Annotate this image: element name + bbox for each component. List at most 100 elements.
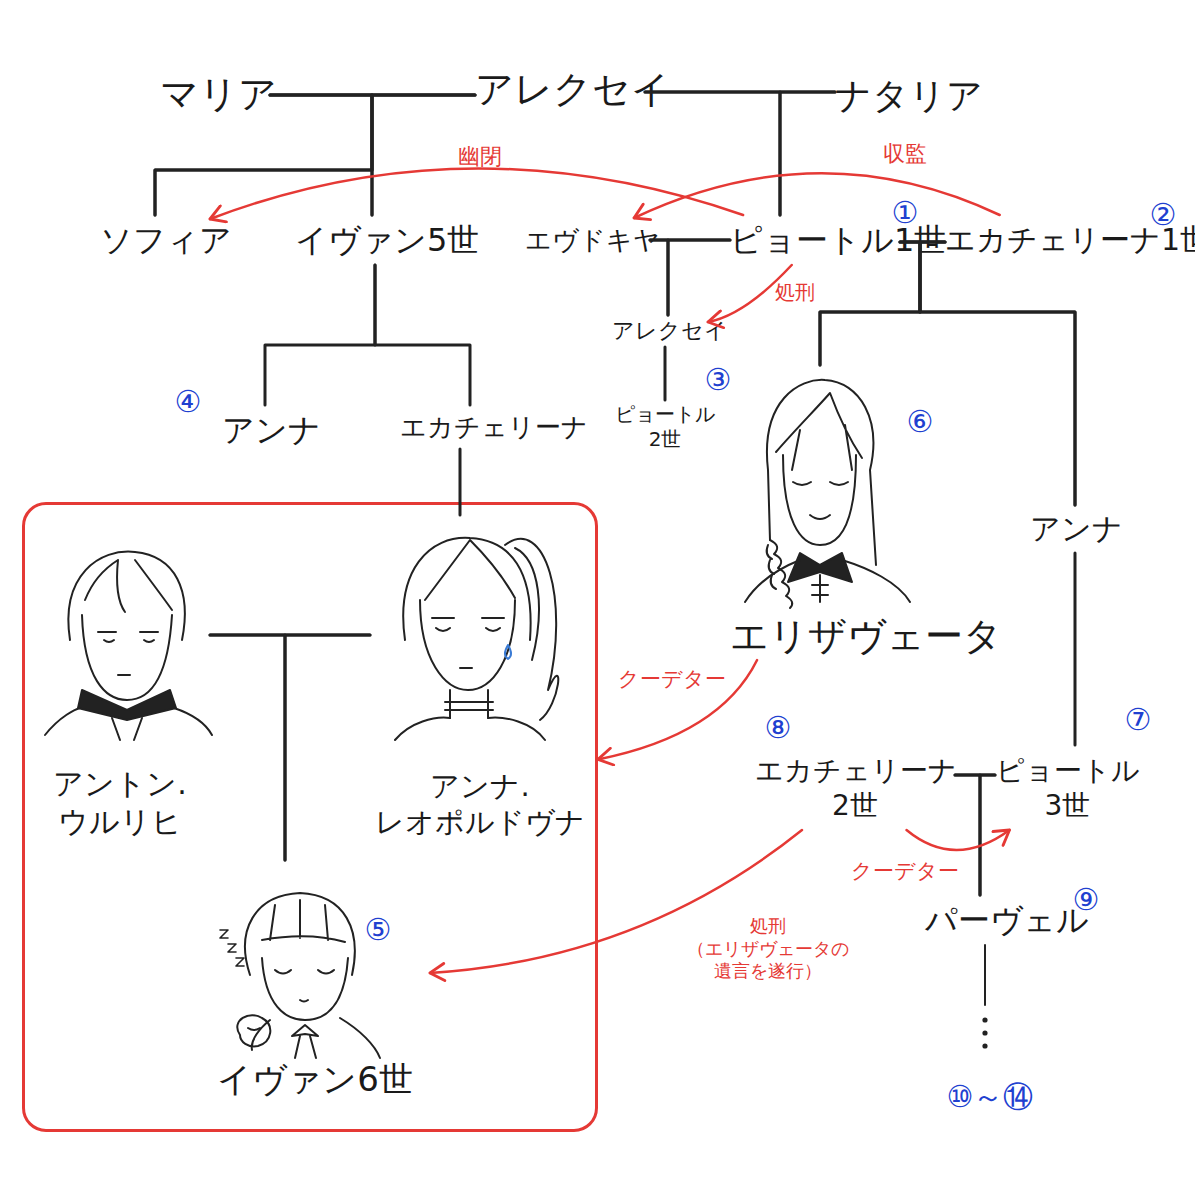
- person-name-text: イヴァン5世: [295, 220, 460, 260]
- person-name: アンナ: [222, 405, 307, 455]
- person-name: エヴドキヤ: [525, 218, 650, 262]
- person-name: ナタリア: [835, 70, 955, 120]
- shoulders: [395, 718, 545, 740]
- descendant-continuation: [983, 945, 986, 1048]
- person-name-text: ナタリア: [835, 73, 955, 118]
- collar: [78, 690, 176, 720]
- shoulders: [745, 560, 910, 602]
- hair-outline: [68, 552, 184, 640]
- family-line: [920, 242, 1075, 505]
- family-line: [265, 265, 375, 405]
- event-arrow: [210, 168, 743, 219]
- hand: [237, 1015, 270, 1046]
- hair-bangs: [776, 393, 862, 470]
- head-outline: [245, 893, 355, 975]
- person-name: エカチェリーナ1世: [945, 215, 1160, 265]
- person-name-text: アレクセイ: [475, 66, 645, 114]
- family-line: [1074, 553, 1077, 745]
- event-arrow: [634, 173, 1000, 218]
- person-name: ソフィア: [100, 215, 210, 265]
- family-line: [375, 265, 470, 405]
- portrait-person: イヴァン6世: [200, 860, 430, 1100]
- family-line: [459, 449, 462, 515]
- portrait-person: アントン. ウルリヒ: [30, 540, 210, 840]
- event-label: クーデター: [602, 666, 742, 692]
- person-name-text: ピョートル 2世: [612, 402, 718, 452]
- face-outline: [262, 958, 348, 1020]
- callout-number: ⑥: [907, 403, 934, 441]
- family-line: [210, 634, 370, 637]
- callout-number: ④: [175, 383, 202, 421]
- person-name: イヴァン5世: [295, 215, 460, 265]
- person-name: ピョートル 3世: [995, 745, 1140, 830]
- callout-number: ②: [1150, 196, 1177, 234]
- family-line: [210, 635, 285, 860]
- family-line: [820, 242, 945, 365]
- family-line: [270, 94, 475, 97]
- person-name-text: アントン. ウルリヒ: [30, 765, 210, 840]
- person-name-text: ソフィア: [100, 220, 210, 260]
- shoulders: [45, 708, 212, 740]
- braid: [767, 540, 793, 608]
- family-line: [780, 92, 835, 215]
- person-name: ピョートル 2世: [612, 400, 718, 454]
- smile: [810, 515, 830, 519]
- person-name-text: エカチェリーナ 2世: [755, 753, 955, 823]
- family-line: [955, 774, 995, 777]
- person-name-text: イヴァン6世: [200, 1058, 430, 1101]
- family-line: [980, 775, 995, 895]
- family-line: [668, 240, 730, 315]
- person-name-text: アレクセイ: [612, 317, 708, 345]
- person-name-text: エヴドキヤ: [525, 224, 650, 257]
- person-name: エカチェリーナ: [400, 405, 560, 449]
- ivan-vi-portrait: [220, 893, 380, 1058]
- sweat-drop: [505, 645, 511, 659]
- face-outline: [420, 600, 515, 690]
- person-name-text: ピョートル 3世: [995, 753, 1140, 823]
- hair-outline: [403, 538, 530, 640]
- callout-number: ③: [705, 361, 732, 399]
- event-label: 処刑 （エリザヴェータの 遺言を遂行）: [681, 915, 856, 983]
- family-line: [900, 242, 1075, 505]
- event-label: 幽閉: [435, 143, 525, 171]
- anton-portrait: [45, 552, 212, 740]
- person-name-text: エカチェリーナ1世: [945, 221, 1160, 259]
- hair-outline: [767, 380, 876, 565]
- event-label: 収監: [860, 140, 950, 168]
- family-line: [820, 242, 920, 365]
- continuation-dot: [983, 1031, 986, 1034]
- sleeping-eyes: [275, 970, 334, 1002]
- family-line: [900, 241, 945, 244]
- person-name-text: エカチェリーナ: [400, 411, 560, 444]
- person-name: ピョートル1世: [730, 215, 900, 265]
- anna-leopoldovna-portrait: [395, 538, 558, 740]
- face-outline: [783, 455, 856, 545]
- family-line: [285, 635, 370, 860]
- family-line: [664, 347, 667, 400]
- callout-number: ⑧: [765, 709, 792, 747]
- continuation-dot: [983, 1044, 986, 1047]
- person-name: エカチェリーナ 2世: [755, 745, 955, 830]
- callout-number: ①: [892, 194, 919, 232]
- family-line: [645, 92, 780, 215]
- callout-number: ⑦: [1125, 701, 1152, 739]
- person-name: パーヴェル: [925, 895, 1050, 945]
- sleep-marks: [220, 930, 244, 966]
- portrait-person: アンナ. レオポルドヴナ: [370, 515, 590, 840]
- person-name: アンナ: [1030, 505, 1120, 553]
- ponytail: [505, 539, 558, 720]
- event-label: クーデター: [835, 858, 975, 884]
- collar: [788, 553, 852, 582]
- closed-eyes: [793, 482, 848, 485]
- person-name-text: パーヴェル: [925, 900, 1050, 940]
- callout-number: ⑩～⑭: [947, 1078, 1034, 1116]
- person-name-text: アンナ: [1030, 510, 1120, 548]
- family-line: [645, 91, 835, 94]
- body: [252, 1018, 380, 1058]
- eyes: [432, 618, 504, 668]
- family-line: [650, 239, 730, 242]
- family-line: [270, 95, 372, 215]
- descent-line: [984, 945, 986, 1005]
- callout-number: ⑨: [1073, 881, 1100, 919]
- event-label: 処刑: [760, 280, 830, 305]
